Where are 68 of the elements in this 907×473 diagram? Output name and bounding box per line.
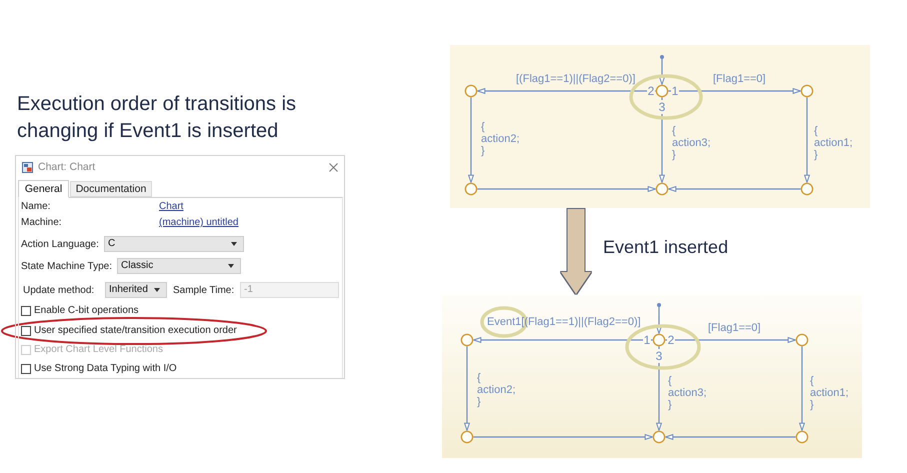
input-field: -1	[240, 282, 339, 298]
transition-arrow	[473, 434, 653, 440]
order-number: 1	[643, 333, 651, 347]
transition-arrow	[477, 88, 656, 94]
slide-title: Execution order of transitions is changing if Event1 is inserted	[17, 92, 298, 144]
transition-arrow	[473, 337, 653, 343]
action-label: { action2; }	[477, 372, 517, 408]
action-label: { action1; }	[810, 375, 850, 411]
junction-circle	[464, 182, 478, 196]
transition-arrow	[668, 186, 801, 192]
field-label: Sample Time:	[173, 285, 234, 297]
transition-arrow	[659, 55, 665, 85]
transition-arrow	[464, 346, 470, 431]
junction-circle	[464, 84, 478, 98]
field-label: Name:	[21, 201, 50, 213]
action-label: { action3; }	[672, 125, 712, 161]
condition-label: [Flag1==0]	[708, 322, 761, 334]
transition-arrow	[668, 88, 801, 94]
transition-arrow	[665, 434, 796, 440]
order-number: 3	[655, 349, 663, 363]
transition-arrow	[799, 346, 805, 431]
junction-circle	[460, 333, 474, 347]
action-label: { action1; }	[814, 125, 854, 161]
junction-circle	[655, 182, 669, 196]
order-number: 2	[667, 333, 675, 347]
transition-arrow	[804, 97, 810, 183]
option-label: User specified state/transition execution order	[34, 325, 237, 337]
dropdown: Classic	[117, 258, 241, 274]
action-label: { action2; }	[481, 121, 521, 157]
field-label: Machine:	[21, 217, 62, 229]
junction-circle	[800, 84, 814, 98]
link: (machine) untitled	[159, 217, 238, 229]
field-label: Update method:	[23, 285, 94, 297]
edge-label: Event1 inserted	[603, 236, 728, 258]
junction-circle	[795, 333, 809, 347]
junction-circle	[460, 430, 474, 444]
dialog-title: Chart: Chart	[38, 161, 96, 174]
condition-label: [Flag1==0]	[713, 73, 766, 85]
block-arrow	[561, 209, 591, 294]
field-label: Action Language:	[21, 239, 99, 251]
chart-panel	[442, 295, 862, 458]
tab: General	[18, 180, 69, 198]
order-number: 1	[671, 84, 679, 98]
junction-circle	[800, 182, 814, 196]
transition-arrow	[656, 303, 662, 334]
dropdown: Inherited	[105, 282, 167, 298]
transition-arrow	[659, 97, 665, 183]
field-label: State Machine Type:	[21, 261, 112, 273]
condition-label: [(Flag1==1)||(Flag2==0)]	[516, 73, 636, 85]
chart-panel	[450, 45, 870, 208]
dropdown: C	[104, 236, 244, 252]
option-label: Enable C-bit operations	[34, 305, 139, 317]
option-label: Use Strong Data Typing with I/O	[34, 363, 177, 375]
option-label: Export Chart Level Functions	[34, 344, 163, 356]
tab: Documentation	[70, 181, 152, 197]
transition-arrow	[656, 346, 662, 431]
order-number: 3	[658, 100, 666, 114]
transition-arrow	[468, 97, 474, 183]
dialog-window	[15, 155, 345, 379]
link: Chart	[159, 201, 184, 213]
junction-circle	[655, 84, 669, 98]
transition-arrow	[665, 337, 796, 343]
junction-circle	[652, 333, 666, 347]
junction-circle	[652, 430, 666, 444]
order-number: 2	[647, 84, 655, 98]
transition-arrow	[477, 186, 656, 192]
action-label: { action3; }	[668, 375, 708, 411]
junction-circle	[795, 430, 809, 444]
